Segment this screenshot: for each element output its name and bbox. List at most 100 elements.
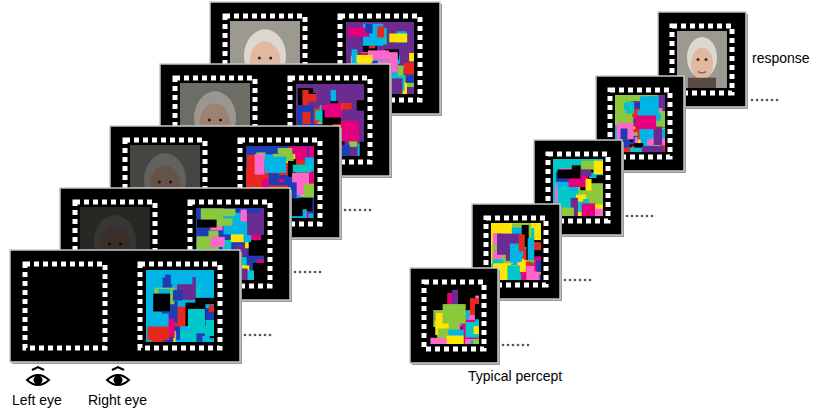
caption-label: response xyxy=(752,50,810,67)
mondrian-patch xyxy=(202,279,211,286)
mondrian-patch xyxy=(447,336,464,345)
mondrian-patch xyxy=(356,55,372,63)
ellipsis-dot xyxy=(574,279,577,282)
caption-label: Typical percept xyxy=(468,368,562,385)
face-eye xyxy=(119,243,122,246)
mondrian-patch xyxy=(171,271,193,285)
ellipsis-dot xyxy=(631,215,634,218)
face-eye xyxy=(697,58,700,61)
ellipsis-dot xyxy=(771,99,774,102)
mondrian-patch xyxy=(173,290,183,300)
ellipsis-dot xyxy=(564,279,567,282)
ellipsis-dot xyxy=(522,344,525,347)
mondrian-patch xyxy=(188,309,205,329)
dotted-frame xyxy=(140,264,220,348)
ellipsis-dot xyxy=(756,99,759,102)
frame-screen xyxy=(410,268,498,363)
stimulus-frame xyxy=(10,250,242,364)
mondrian-patch xyxy=(293,165,312,173)
mondrian-patch xyxy=(475,304,479,319)
mondrian-patch xyxy=(343,91,362,101)
mondrian-patch xyxy=(377,26,384,37)
ellipsis-dot xyxy=(264,334,267,337)
mondrian-patch xyxy=(519,234,525,251)
mondrian-patch xyxy=(409,52,414,61)
ellipsis-dot xyxy=(641,215,644,218)
mondrian-patch xyxy=(654,127,662,146)
mondrian-patch xyxy=(557,170,580,179)
mondrian-patch xyxy=(241,210,247,222)
face-eye xyxy=(219,119,222,122)
ellipsis-dot xyxy=(651,215,654,218)
ellipsis-dot xyxy=(249,334,252,337)
ellipsis-dot xyxy=(259,334,262,337)
ellipsis-dot xyxy=(776,99,779,102)
ellipsis-dot xyxy=(359,209,362,212)
ellipsis-dot xyxy=(314,271,317,274)
ellipsis-dot xyxy=(579,279,582,282)
ellipsis-dot xyxy=(309,271,312,274)
mondrian-patch xyxy=(443,304,466,323)
ellipsis-dot xyxy=(636,215,639,218)
ellipsis-dot xyxy=(294,271,297,274)
mondrian-patch xyxy=(404,63,414,74)
face-mouth xyxy=(698,72,706,74)
mondrian-patch xyxy=(389,34,407,43)
mondrian-patch xyxy=(304,184,314,198)
mondrian-patch xyxy=(357,100,364,110)
mondrian-patch xyxy=(626,102,635,114)
mondrian-patch xyxy=(202,336,210,342)
mondrian-patch xyxy=(535,256,542,271)
face-eye xyxy=(258,57,261,60)
mondrian-patch xyxy=(153,294,170,312)
ellipsis-dot xyxy=(751,99,754,102)
mondrian-patch xyxy=(507,265,519,280)
mondrian-patch xyxy=(253,263,264,280)
ellipsis-dot xyxy=(254,334,257,337)
mondrian-patch xyxy=(247,213,264,235)
eye-pupil xyxy=(114,376,123,385)
ellipsis-dot xyxy=(626,215,629,218)
mondrian-patch xyxy=(630,148,643,152)
mondrian-patch xyxy=(340,132,357,141)
ellipsis-dot xyxy=(364,209,367,212)
mondrian-patch xyxy=(642,146,664,152)
mondrian-patch xyxy=(206,320,214,336)
face-shoulders xyxy=(688,78,716,88)
mondrian-patch xyxy=(303,112,311,124)
mondrian-patch xyxy=(582,203,595,216)
ellipsis-dot xyxy=(269,334,272,337)
mondrian-patch xyxy=(537,261,542,272)
mondrian-patch xyxy=(317,86,331,105)
ellipsis-dot xyxy=(646,215,649,218)
frame-screen xyxy=(10,250,240,362)
ellipsis-dot xyxy=(589,279,592,282)
face-eye xyxy=(705,58,708,61)
mondrian-patch xyxy=(197,220,217,228)
ellipsis-dot xyxy=(354,209,357,212)
mondrian-patch xyxy=(291,199,302,217)
mondrian-ground xyxy=(429,287,479,344)
ellipsis-dot xyxy=(584,279,587,282)
mondrian-patch xyxy=(209,305,214,312)
dotted-frame xyxy=(424,282,484,349)
ellipsis-dot xyxy=(304,271,307,274)
caption-label: Right eye xyxy=(88,392,147,409)
mondrian-patch xyxy=(148,327,170,341)
ellipsis-dot xyxy=(344,209,347,212)
eye-lashes xyxy=(112,367,124,370)
mondrian-patch xyxy=(256,155,264,174)
mondrian-patch xyxy=(255,154,265,174)
mondrian-patch xyxy=(360,142,364,156)
mondrian-patch xyxy=(528,238,535,260)
stimulus-frame xyxy=(410,268,500,365)
ellipsis-dot xyxy=(369,209,372,212)
dotted-frame xyxy=(25,264,105,348)
mondrian-patch xyxy=(658,95,665,108)
mondrian-patch xyxy=(366,24,373,33)
eye-lashes xyxy=(32,367,44,370)
ellipsis-dot xyxy=(512,344,515,347)
mondrian-patch xyxy=(265,157,287,173)
mondrian-patch xyxy=(223,209,236,217)
